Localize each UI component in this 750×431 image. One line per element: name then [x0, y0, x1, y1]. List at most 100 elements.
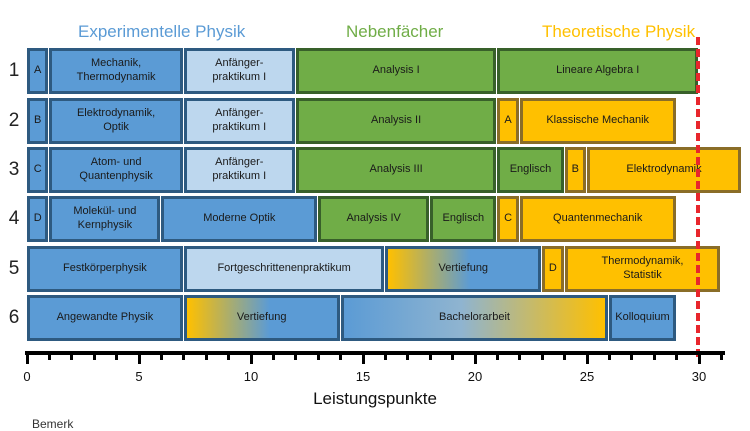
axis-line — [25, 351, 725, 355]
module-label: Atom- und Quantenphysik — [79, 156, 153, 182]
module-label: C — [504, 212, 513, 225]
major-tick — [585, 351, 589, 364]
module-elektrodynamik: Elektrodynamik — [587, 147, 741, 193]
module-analysis-i: Analysis I — [295, 48, 497, 94]
module-label: Festkörperphysik — [63, 262, 147, 275]
module-a: A — [27, 48, 49, 94]
module-mechanik-thermodynamik: Mechanik, Thermodynamik — [49, 48, 183, 94]
module-analysis-ii: Analysis II — [295, 98, 497, 144]
module-c: C — [27, 147, 49, 193]
minor-tick — [383, 351, 387, 360]
minor-tick — [182, 351, 186, 360]
module-label: C — [33, 163, 42, 176]
major-tick — [137, 351, 141, 364]
module-label: D — [548, 262, 557, 275]
module-d: D — [27, 196, 49, 242]
module-thermodynamik-statistik: Thermodynamik, Statistik — [564, 246, 721, 292]
module-fortgeschrittenenpraktikum: Fortgeschrittenenpraktikum — [183, 246, 385, 292]
minor-tick — [719, 351, 723, 360]
major-tick — [697, 351, 701, 364]
module-label: Angewandte Physik — [56, 311, 154, 324]
minor-tick — [47, 351, 51, 360]
module-label: Quantenmechanik — [553, 212, 643, 225]
module-label: Vertiefung — [438, 262, 489, 275]
module-label: Analysis I — [372, 64, 420, 77]
major-tick — [25, 351, 29, 364]
tick-label-20: 20 — [467, 369, 483, 384]
module-label: Anfänger- praktikum I — [212, 156, 267, 182]
module-anfänger-praktikum-i: Anfänger- praktikum I — [183, 48, 295, 94]
row-label-2: 2 — [8, 110, 20, 131]
module-label: Thermodynamik, Statistik — [601, 255, 684, 281]
row-label-3: 3 — [8, 159, 20, 180]
minor-tick — [204, 351, 208, 360]
minor-tick — [563, 351, 567, 360]
minor-tick — [540, 351, 544, 360]
row-label-4: 4 — [8, 208, 20, 229]
minor-tick — [518, 351, 522, 360]
minor-tick — [115, 351, 119, 360]
module-lineare-algebra-i: Lineare Algebra I — [497, 48, 698, 94]
minor-tick — [652, 351, 656, 360]
minor-tick — [159, 351, 163, 360]
module-label: Analysis III — [369, 163, 423, 176]
module-moderne-optik: Moderne Optik — [161, 196, 318, 242]
row-label-5: 5 — [8, 258, 20, 279]
module-kolloquium: Kolloquium — [609, 295, 676, 341]
module-klassische-mechanik: Klassische Mechanik — [519, 98, 676, 144]
minor-tick — [271, 351, 275, 360]
tick-label-25: 25 — [579, 369, 595, 384]
major-tick — [361, 351, 365, 364]
minor-tick — [495, 351, 499, 360]
minor-tick — [227, 351, 231, 360]
module-label: D — [33, 212, 42, 225]
module-label: Mechanik, Thermodynamik — [76, 57, 156, 83]
module-vertiefung: Vertiefung — [183, 295, 340, 341]
module-a: A — [497, 98, 519, 144]
credit-limit-line — [696, 37, 700, 357]
module-label: Anfänger- praktikum I — [212, 57, 267, 83]
tick-label-10: 10 — [243, 369, 259, 384]
module-angewandte-physik: Angewandte Physik — [27, 295, 183, 341]
module-molekül-und-kernphysik: Molekül- und Kernphysik — [49, 196, 161, 242]
minor-tick — [70, 351, 74, 360]
module-anfänger-praktikum-i: Anfänger- praktikum I — [183, 147, 295, 193]
module-d: D — [542, 246, 564, 292]
module-label: Klassische Mechanik — [546, 114, 650, 127]
module-label: B — [34, 114, 42, 127]
module-label: A — [504, 114, 512, 127]
minor-tick — [675, 351, 679, 360]
major-tick — [473, 351, 477, 364]
module-label: Lineare Algebra I — [556, 64, 640, 77]
module-englisch: Englisch — [497, 147, 564, 193]
module-label: Moderne Optik — [203, 212, 276, 225]
module-analysis-iv: Analysis IV — [318, 196, 430, 242]
module-elektrodynamik-optik: Elektrodynamik, Optik — [49, 98, 183, 144]
module-label: Analysis IV — [346, 212, 401, 225]
minor-tick — [316, 351, 320, 360]
module-bachelorarbeit: Bachelorarbeit — [340, 295, 609, 341]
minor-tick — [630, 351, 634, 360]
module-quantenmechanik: Quantenmechanik — [519, 196, 676, 242]
module-label: Elektrodynamik — [626, 163, 702, 176]
module-anfänger-praktikum-i: Anfänger- praktikum I — [183, 98, 295, 144]
tick-label-30: 30 — [691, 369, 707, 384]
module-label: Englisch — [509, 163, 552, 176]
minor-tick — [92, 351, 96, 360]
module-analysis-iii: Analysis III — [295, 147, 497, 193]
module-label: Analysis II — [371, 114, 422, 127]
major-tick — [249, 351, 253, 364]
row-label-1: 1 — [8, 60, 20, 81]
module-atom-und-quantenphysik: Atom- und Quantenphysik — [49, 147, 183, 193]
tick-label-15: 15 — [355, 369, 371, 384]
module-label: Englisch — [442, 212, 485, 225]
module-label: Molekül- und Kernphysik — [73, 205, 137, 231]
module-label: A — [34, 64, 42, 77]
module-label: Fortgeschrittenenpraktikum — [217, 262, 351, 275]
tick-label-5: 5 — [135, 369, 143, 384]
header-theoretische-physik: Theoretische Physik — [542, 22, 696, 41]
module-label: B — [571, 163, 579, 176]
module-b: B — [27, 98, 49, 144]
minor-tick — [428, 351, 432, 360]
minor-tick — [406, 351, 410, 360]
